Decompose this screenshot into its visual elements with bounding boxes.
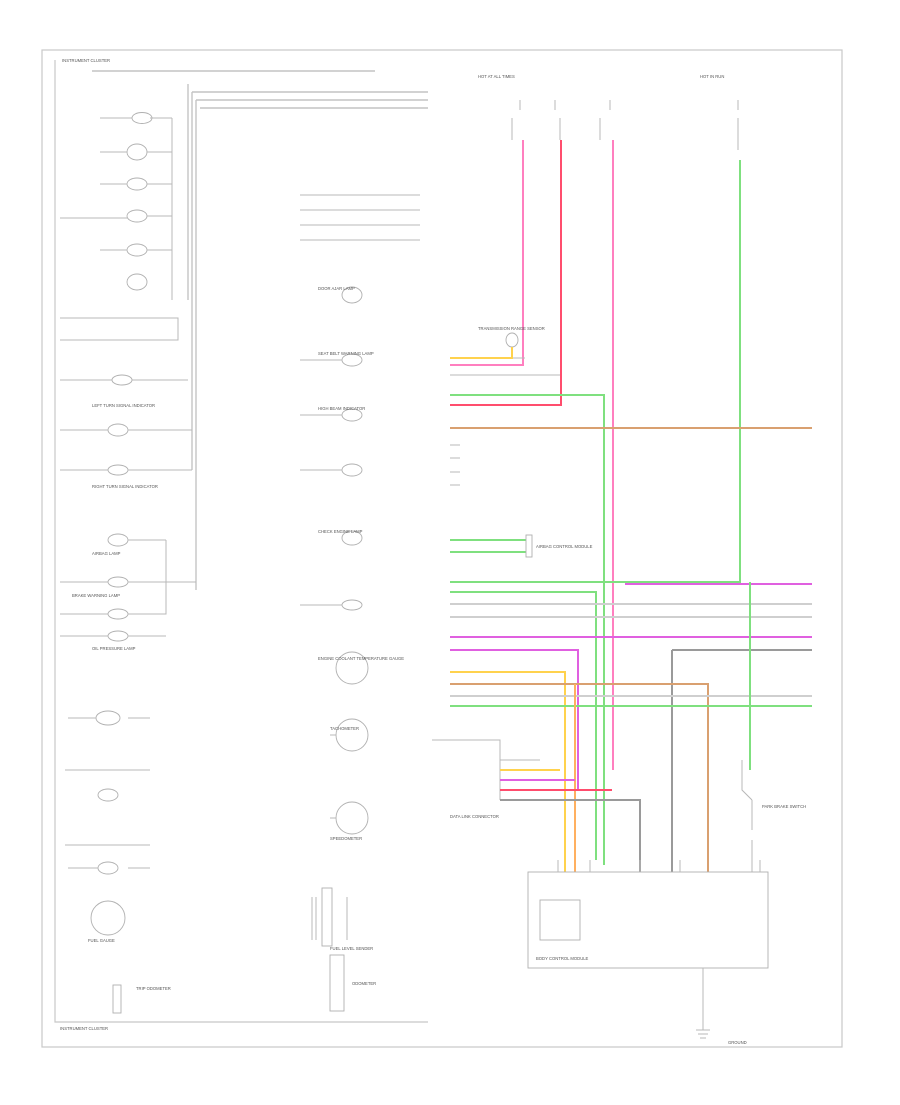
label-airbag-module: AIRBAG CONTROL MODULE — [536, 544, 593, 549]
label-fuel-gauge: FUEL GAUGE — [88, 938, 115, 943]
label-bcm: BODY CONTROL MODULE — [536, 956, 589, 961]
label-brake-warning: BRAKE WARNING LAMP — [72, 593, 120, 598]
lamp-column-middle — [300, 194, 420, 1012]
label-data-link: DATA LINK CONNECTOR — [450, 814, 499, 819]
label-odometer: ODOMETER — [352, 981, 376, 986]
label-oil-pressure: OIL PRESSURE LAMP — [92, 646, 136, 651]
label-speedometer: SPEEDOMETER — [330, 836, 362, 841]
label-door-ajar: DOOR AJAR LAMP — [318, 286, 355, 291]
label-ground: GROUND — [728, 1040, 747, 1045]
label-hot-at-all-times: HOT AT ALL TIMES — [478, 74, 515, 79]
right-wiring — [432, 100, 812, 1039]
label-check-engine: CHECK ENGINE LAMP — [318, 529, 363, 534]
label-right-turn: RIGHT TURN SIGNAL INDICATOR — [92, 484, 158, 489]
label-tachometer: TACHOMETER — [330, 726, 359, 731]
footer-label: INSTRUMENT CLUSTER — [60, 1026, 108, 1031]
diagram-frame — [41, 49, 843, 1048]
label-ect-gauge: ENGINE COOLANT TEMPERATURE GAUGE — [318, 656, 404, 661]
label-airbag-lamp: AIRBAG LAMP — [92, 551, 121, 556]
label-left-turn: LEFT TURN SIGNAL INDICATOR — [92, 403, 155, 408]
label-high-beam: HIGH BEAM INDICATOR — [318, 406, 365, 411]
instrument-cluster-panel — [54, 60, 428, 1023]
label-trip-odometer: TRIP ODOMETER — [136, 986, 171, 991]
label-fuel-sender: FUEL LEVEL SENDER — [330, 946, 373, 951]
lamp-column-left — [60, 112, 196, 1014]
labels: INSTRUMENT CLUSTER TACHOMETER SPEEDOMETE… — [60, 58, 806, 1045]
label-instrument-cluster: INSTRUMENT CLUSTER — [62, 58, 110, 63]
label-park-brake: PARK BRAKE SWITCH — [762, 804, 806, 809]
label-seat-belt: SEAT BELT WARNING LAMP — [318, 351, 374, 356]
label-hot-in-run: HOT IN RUN — [700, 74, 724, 79]
label-trans-range: TRANSMISSION RANGE SENSOR — [478, 326, 545, 331]
